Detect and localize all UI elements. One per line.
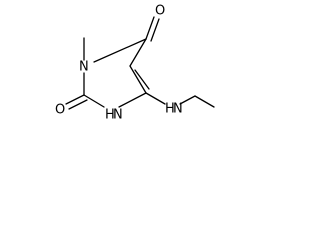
bond-c2-o-left-b [68, 99, 88, 110]
bond-c6-nh [145, 92, 166, 105]
side-nh-nitrogen-label: N [173, 102, 183, 117]
bond-ch2-ch3 [194, 95, 215, 108]
nitrogen-ring-label: N [79, 60, 89, 75]
bond-n3-c4 [93, 38, 147, 63]
bond-nh-ch2 [179, 95, 196, 105]
bond-n1-c2 [83, 94, 105, 108]
bond-c6-n1 [118, 92, 147, 108]
molecule-structure-diagram: O N O H N H N [55, 4, 215, 123]
bond-c4-o-top-b [150, 18, 160, 42]
ring-nh-nitrogen-label: N [113, 108, 123, 123]
ring-nh-hydrogen-label: H [105, 108, 115, 123]
bond-c4-c5 [129, 38, 147, 67]
bond-c4-o-top-a [145, 16, 155, 40]
bond-c5-c6-inner [134, 69, 150, 90]
bond-c5-c6 [129, 65, 147, 94]
oxygen-left-label: O [55, 103, 65, 118]
oxygen-top-label: O [155, 4, 165, 19]
bond-c2-o-left-a [65, 94, 85, 105]
side-nh-hydrogen-label: H [165, 102, 175, 117]
